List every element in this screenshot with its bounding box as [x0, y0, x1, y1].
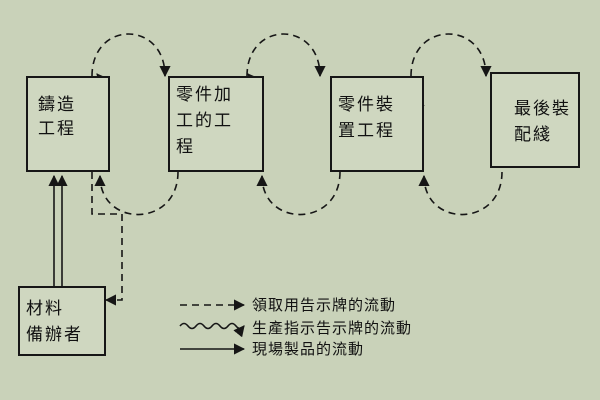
withdrawal-kanban-top-loop-2	[246, 33, 326, 78]
machining-label-line2: 工的工	[176, 111, 233, 131]
final-assembly-label-line2: 配綫	[514, 125, 552, 145]
material-label-line2: 備辦者	[26, 325, 83, 345]
withdrawal-kanban-top-loop-3	[410, 33, 492, 78]
final-assembly-label-line1: 最後裝	[514, 99, 571, 119]
withdrawal-kanban-to-supplier	[91, 172, 123, 306]
final-assembly-box: 最後裝 配綫	[490, 72, 580, 168]
withdrawal-kanban-top-loop-1	[91, 33, 171, 78]
assembly-label-line1: 零件裝	[338, 95, 395, 115]
machining-label-line3: 程	[176, 137, 195, 157]
casting-label-line2: 工程	[38, 119, 76, 139]
casting-label-line1: 鑄造	[38, 95, 76, 115]
withdrawal-kanban-bottom-loop-3	[418, 171, 503, 216]
casting-process-box: 鑄造 工程	[26, 76, 110, 172]
withdrawal-kanban-bottom-loop-1	[94, 171, 179, 216]
assembly-process-box: 零件裝 置工程	[330, 76, 424, 172]
legend-wavy-sample	[179, 322, 245, 338]
material-supplier-box: 材料 備辦者	[18, 286, 106, 356]
legend-dashed-text: 領取用告示牌的流動	[252, 296, 397, 314]
legend-solid-text: 現場製品的流動	[252, 340, 365, 358]
withdrawal-kanban-bottom-loop-2	[256, 171, 341, 216]
assembly-label-line2: 置工程	[338, 121, 395, 141]
machining-process-box: 零件加 工的工 程	[168, 76, 264, 172]
material-label-line1: 材料	[26, 299, 64, 319]
legend-wavy-text: 生產指示告示牌的流動	[252, 319, 413, 337]
machining-label-line1: 零件加	[176, 85, 233, 105]
